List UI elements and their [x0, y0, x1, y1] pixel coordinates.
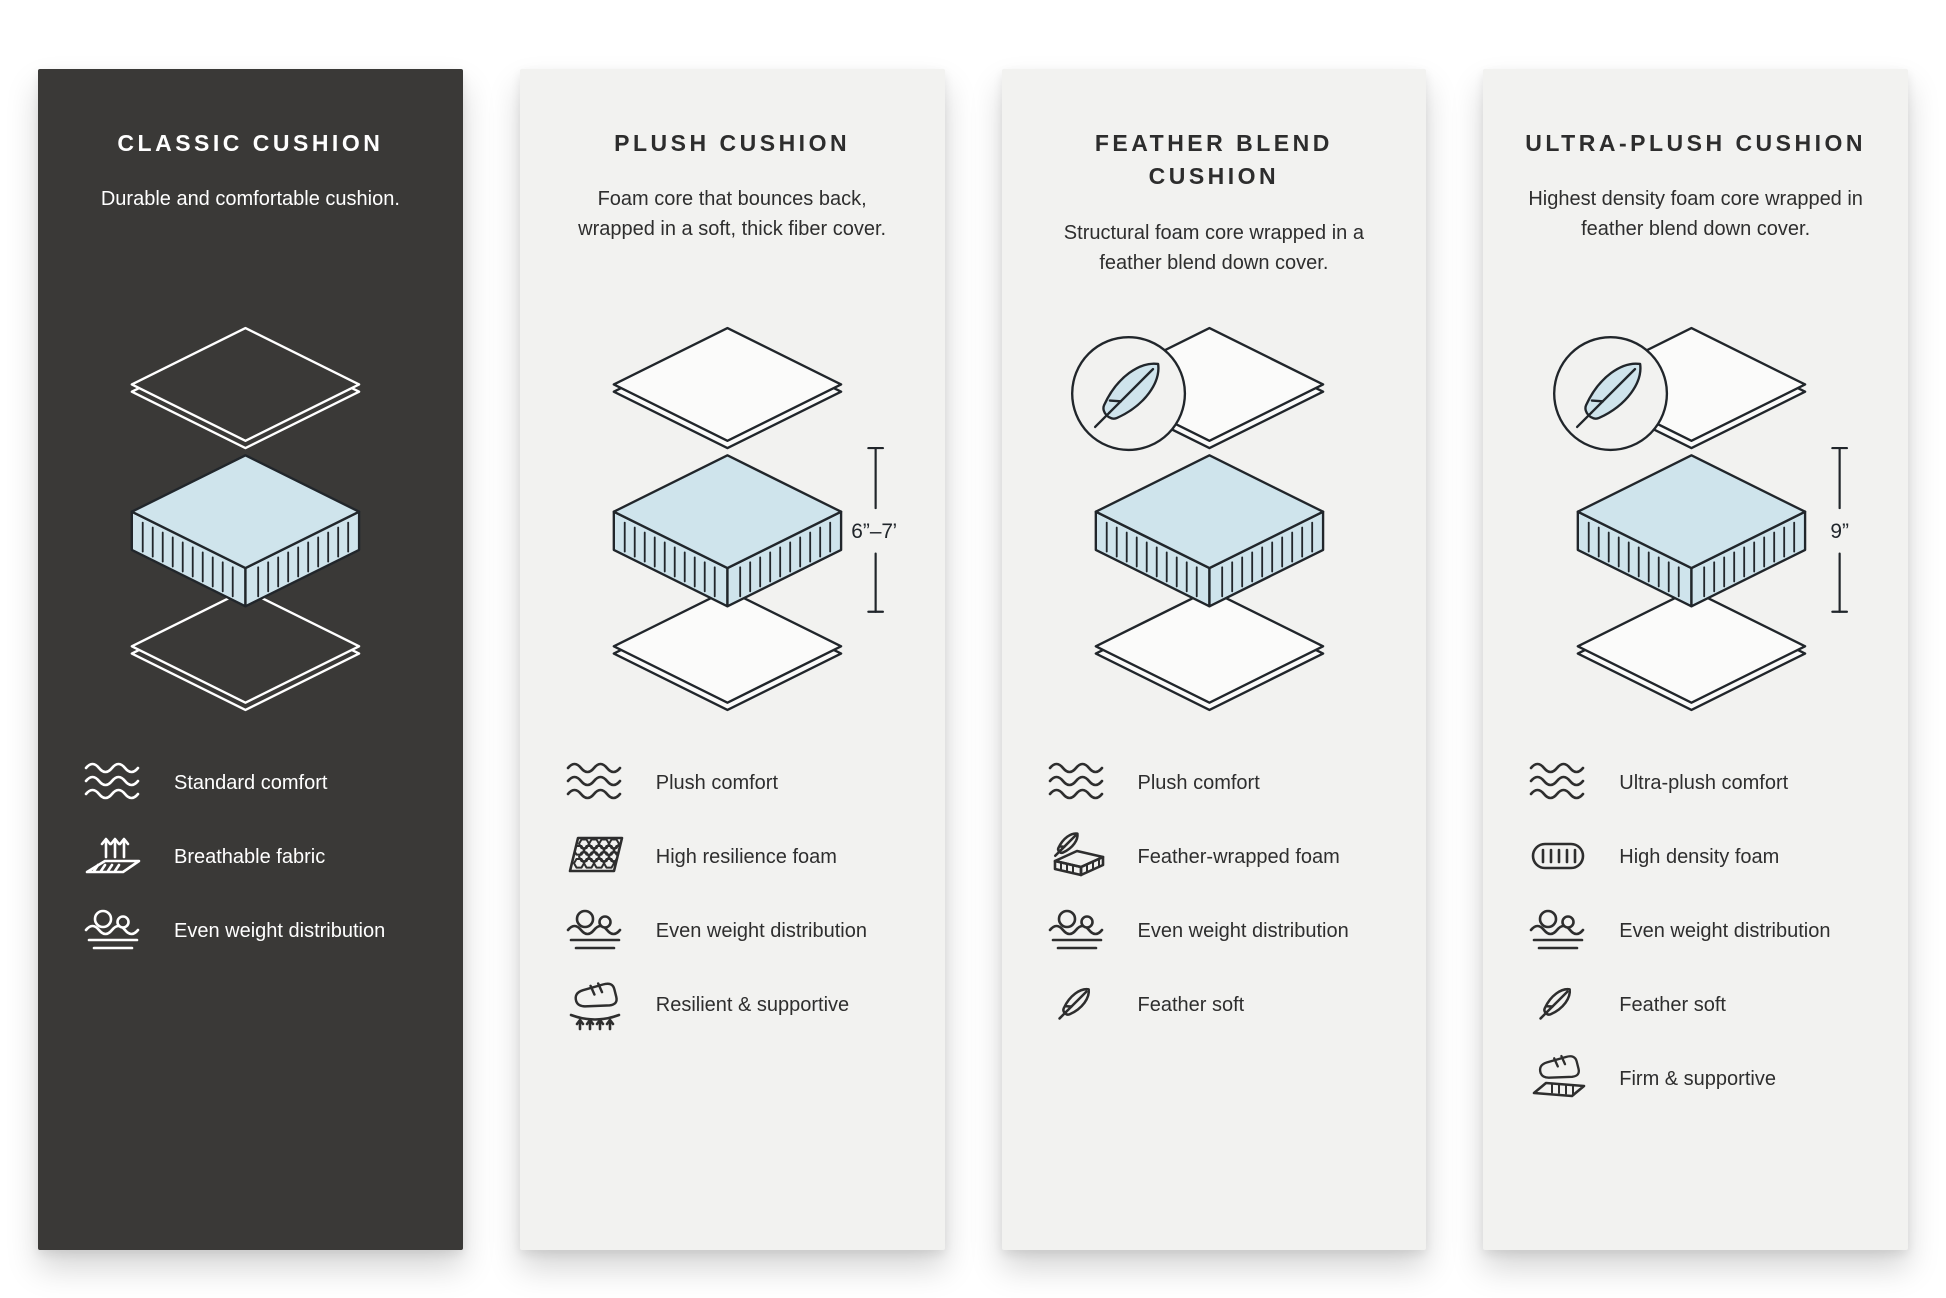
feature-row: Plush comfort — [1042, 755, 1387, 811]
wave-icon — [1523, 755, 1593, 811]
feature-row: Even weight distribution — [78, 903, 423, 959]
feature-label: Feather soft — [1619, 994, 1726, 1016]
panel-description: Durable and comfortable cushion. — [100, 188, 400, 211]
weight-distribution-icon — [1042, 903, 1112, 959]
feature-row: Even weight distribution — [1042, 903, 1387, 959]
wave-icon — [78, 755, 148, 811]
feature-label: Even weight distribution — [174, 920, 386, 942]
height-measure-label: 9” — [1830, 520, 1849, 543]
panel-feather-blend-cushion: FEATHER BLEND CUSHION Structural foam co… — [1001, 69, 1427, 1250]
feather-icon — [1042, 977, 1112, 1033]
feature-label: High density foam — [1619, 846, 1780, 868]
feature-label: Even weight distribution — [1619, 920, 1831, 942]
feature-list: Ultra-plush comfort High density foam Ev… — [1523, 755, 1868, 1107]
panel-ultra-plush-cushion: ULTRA-PLUSH CUSHION Highest density foam… — [1483, 69, 1908, 1250]
feature-label: Feather-wrapped foam — [1137, 846, 1340, 868]
feature-label: Even weight distribution — [655, 920, 867, 942]
cushion-layers-diagram — [1070, 328, 1323, 710]
feather-badge-icon — [1552, 336, 1668, 452]
cushion-layers-diagram: 6”–7” — [613, 328, 897, 710]
panel-head: CLASSIC CUSHION Durable and comfortable … — [78, 113, 423, 319]
breathable-fabric-icon — [78, 829, 148, 885]
cushion-diagram: 9” — [1523, 319, 1868, 719]
feature-row: High density foam — [1523, 829, 1868, 885]
panel-head: ULTRA-PLUSH CUSHION Highest density foam… — [1523, 113, 1868, 319]
cushion-diagram — [1042, 319, 1387, 719]
feature-label: Standard comfort — [174, 772, 328, 794]
feature-label: Feather soft — [1137, 994, 1245, 1016]
feature-label: Ultra-plush comfort — [1619, 772, 1789, 794]
panel-description: Highest density foam core wrapped in fea… — [1528, 188, 1863, 241]
cushion-layers-diagram — [132, 328, 360, 710]
panel-title: CLASSIC CUSHION — [117, 130, 384, 156]
cushion-layers-diagram: 9” — [1552, 328, 1849, 710]
density-foam-icon — [1523, 829, 1593, 885]
feature-list: Plush comfort Feather-wrapped foam Even … — [1042, 755, 1387, 1033]
feather-icon — [1523, 977, 1593, 1033]
feature-row: High resilience foam — [560, 829, 905, 885]
feature-label: Plush comfort — [1137, 772, 1260, 794]
feature-row: Resilient & supportive — [560, 977, 905, 1033]
feather-wrapped-foam-icon — [1042, 829, 1112, 885]
height-measure-label: 6”–7” — [851, 520, 897, 543]
weight-distribution-icon — [560, 903, 630, 959]
feather-badge-icon — [1070, 336, 1186, 452]
panel-title: PLUSH CUSHION — [614, 130, 851, 156]
feature-list: Plush comfort High resilience foam Even … — [560, 755, 905, 1033]
feature-label: Plush comfort — [655, 772, 779, 794]
feature-row: Feather-wrapped foam — [1042, 829, 1387, 885]
feature-row: Breathable fabric — [78, 829, 423, 885]
feature-row: Even weight distribution — [1523, 903, 1868, 959]
weight-distribution-icon — [1523, 903, 1593, 959]
feature-list: Standard comfort Breathable fabric Even … — [78, 755, 423, 959]
feature-row: Plush comfort — [560, 755, 905, 811]
cushion-diagram: 6”–7” — [560, 319, 905, 719]
feature-label: High resilience foam — [655, 846, 837, 868]
feature-row: Even weight distribution — [560, 903, 905, 959]
feature-row: Firm & supportive — [1523, 1051, 1868, 1107]
feature-label: Resilient & supportive — [655, 994, 850, 1016]
height-measure — [1830, 447, 1848, 613]
panel-classic-cushion: CLASSIC CUSHION Durable and comfortable … — [38, 69, 463, 1250]
panel-plush-cushion: PLUSH CUSHION Foam core that bounces bac… — [519, 69, 945, 1250]
panel-head: FEATHER BLEND CUSHION Structural foam co… — [1042, 113, 1387, 319]
feature-row: Feather soft — [1523, 977, 1868, 1033]
feature-row: Standard comfort — [78, 755, 423, 811]
cushion-diagram — [78, 319, 423, 719]
wave-icon — [560, 755, 630, 811]
wave-icon — [1042, 755, 1112, 811]
weight-distribution-icon — [78, 903, 148, 959]
panel-head: PLUSH CUSHION Foam core that bounces bac… — [560, 113, 905, 319]
hand-firm-icon — [1523, 1051, 1593, 1107]
feature-label: Breathable fabric — [174, 846, 326, 868]
panel-description: Structural foam core wrapped in a feathe… — [1063, 221, 1364, 274]
hand-press-icon — [560, 977, 630, 1033]
panel-description: Foam core that bounces back, wrapped in … — [578, 188, 887, 241]
feature-label: Firm & supportive — [1619, 1068, 1776, 1090]
feature-row: Ultra-plush comfort — [1523, 755, 1868, 811]
feature-row: Feather soft — [1042, 977, 1387, 1033]
panel-title: ULTRA-PLUSH CUSHION — [1525, 130, 1867, 156]
panel-title: FEATHER BLEND CUSHION — [1094, 130, 1333, 190]
feature-label: Even weight distribution — [1137, 920, 1349, 942]
height-measure — [867, 447, 885, 613]
honeycomb-foam-icon — [560, 829, 630, 885]
